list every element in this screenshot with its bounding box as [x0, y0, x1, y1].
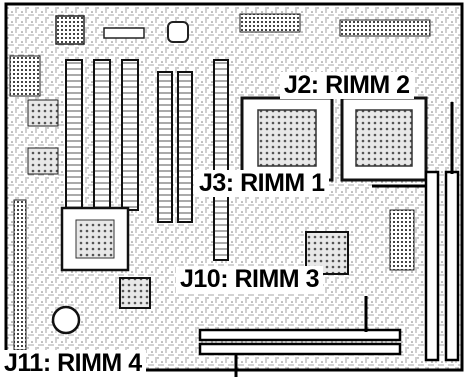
cpu-socket-1: [240, 96, 334, 182]
battery: [51, 305, 81, 335]
label-j11-rimm-4: J11: RIMM 4: [0, 350, 146, 377]
ide-connector-left: [13, 199, 27, 351]
rimm-slot-3: [198, 328, 402, 342]
label-j3-rimm-1: J3: RIMM 1: [195, 170, 329, 197]
cpu-socket-2: [340, 96, 428, 182]
label-j2-rimm-2: J2: RIMM 2: [280, 72, 414, 99]
expansion-slots: [65, 59, 229, 261]
rimm-slot-1: [424, 170, 440, 362]
io-connector-left-2: [27, 99, 59, 127]
rimm-slot-2: [444, 170, 460, 362]
header-top: [239, 13, 301, 33]
label-j10-rimm-3: J10: RIMM 3: [176, 266, 323, 293]
chipset-south: [305, 231, 349, 275]
connector-top-1: [55, 15, 85, 45]
chip-mid-left: [119, 277, 151, 309]
header-top-right: [339, 19, 431, 37]
chipset-north: [60, 206, 130, 272]
connector-top-2: [103, 27, 145, 39]
crystal: [167, 21, 189, 43]
io-connector-left-1: [9, 55, 41, 97]
rimm-slot-4: [198, 342, 402, 356]
chip-mid-right: [389, 209, 415, 271]
io-connector-left-3: [27, 147, 59, 175]
